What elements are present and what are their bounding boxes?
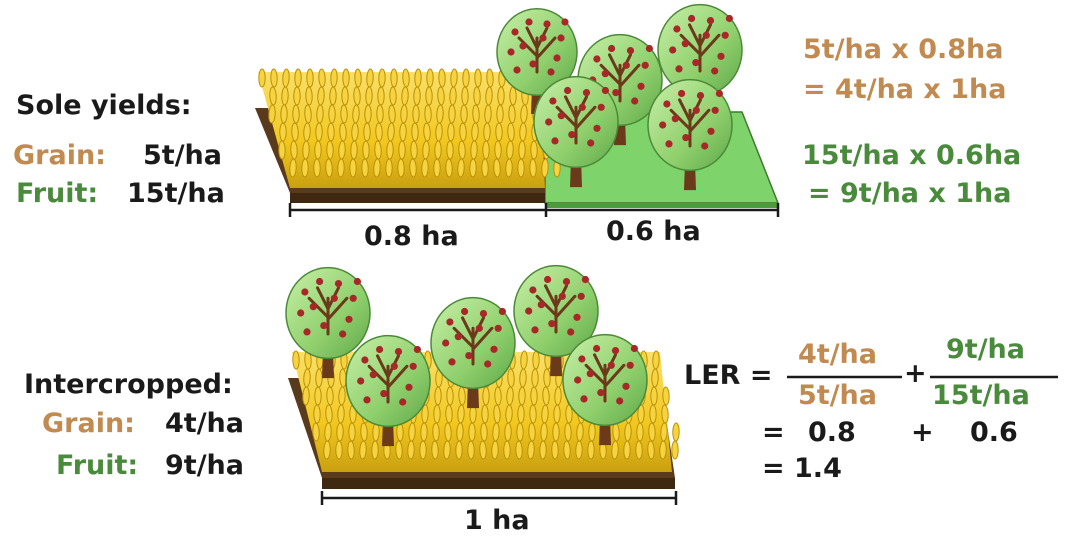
intercropped-grain-label: Grain: [42, 408, 135, 439]
apple-tree-icon [533, 75, 619, 188]
apple-tree-icon [430, 296, 516, 409]
ler-plus: + [904, 358, 927, 389]
apple-tree-icon [345, 334, 431, 447]
grain-field-sole [255, 68, 562, 203]
ler-label: LER = [684, 360, 773, 391]
ler-result: = 1.4 [762, 453, 842, 484]
ler-row2-grain: 0.8 [808, 417, 856, 448]
apple-tree-icon [513, 264, 599, 377]
apple-tree-icon [285, 266, 371, 379]
sole-fruit-label: Fruit: [16, 178, 99, 209]
area-label-intercropped: 1 ha [464, 505, 530, 536]
fruit-equation-line2: = 9t/ha x 1ha [808, 178, 1012, 209]
intercropped-heading: Intercropped: [24, 369, 233, 400]
intercropped-fruit-label: Fruit: [56, 450, 139, 481]
ler-row2-fruit: 0.6 [970, 417, 1018, 448]
fruit-equation-line1: 15t/ha x 0.6ha [802, 140, 1022, 171]
sole-grain-value: 5t/ha [143, 140, 222, 171]
grain-equation-line2: = 4t/ha x 1ha [803, 74, 1007, 105]
intercropped-fruit-value: 9t/ha [165, 450, 244, 481]
apple-tree-icon [562, 333, 648, 446]
ler-numerator-fruit: 9t/ha [946, 334, 1025, 365]
grain-equation-line1: 5t/ha x 0.8ha [803, 34, 1004, 65]
sole-fruit-value: 15t/ha [127, 178, 225, 209]
intercropped-grain-value: 4t/ha [165, 408, 244, 439]
ler-denominator-fruit: 15t/ha [932, 380, 1030, 411]
sole-grain-label: Grain: [13, 140, 106, 171]
apple-tree-icon [496, 8, 578, 114]
ler-row2-plus: + [911, 417, 934, 448]
ler-numerator-grain: 4t/ha [798, 339, 877, 370]
area-label-grain: 0.8 ha [364, 221, 459, 252]
scale-bar-bottom [320, 491, 678, 505]
apple-tree-icon [657, 3, 743, 116]
ler-denominator-grain: 5t/ha [798, 380, 877, 411]
sole-yields-heading: Sole yields: [16, 90, 192, 121]
scale-bar-top [288, 203, 780, 217]
ler-row2-equals: = [762, 417, 785, 448]
apple-tree-icon [647, 78, 733, 191]
area-label-fruit: 0.6 ha [606, 216, 701, 247]
